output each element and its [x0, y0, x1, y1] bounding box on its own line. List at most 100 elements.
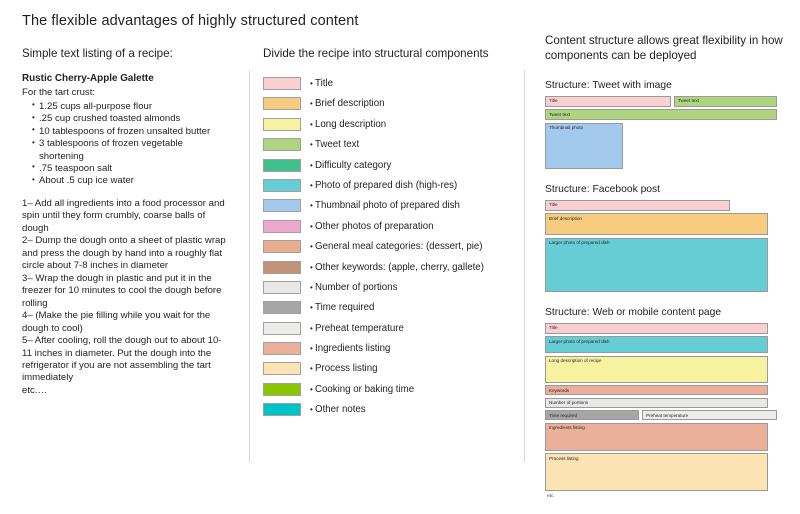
legend-label: Difficulty category — [310, 160, 391, 171]
component-box[interactable]: Title — [545, 95, 671, 107]
recipe-text-block: Rustic Cherry-Apple Galette For the tart… — [22, 73, 230, 397]
component-box[interactable]: Process listing — [545, 453, 768, 492]
component-box-label: Tweet text — [678, 98, 699, 104]
legend-color-swatch — [263, 382, 301, 396]
legend-label: General meal categories: (dessert, pie) — [310, 241, 482, 252]
structure-row: Larger photo of prepared dish — [545, 237, 777, 292]
recipe-steps-list: 1– Add all ingredients into a food proce… — [22, 198, 230, 398]
component-box-label: Number of portions — [549, 400, 589, 406]
legend-label: Brief description — [310, 98, 384, 109]
legend-label: Other photos of preparation — [310, 221, 433, 232]
structure-row: Long description of recipe — [545, 355, 777, 383]
column-deployment-structures: Content structure allows great flexibili… — [545, 33, 795, 514]
legend-color-swatch — [263, 280, 301, 294]
structure-title: Structure: Facebook post — [545, 183, 661, 195]
component-box[interactable]: Number of portions — [545, 397, 768, 408]
legend-label: Other keywords: (apple, cherry, gallete) — [310, 262, 484, 273]
component-box[interactable]: Tweet text — [674, 95, 777, 107]
legend-label: Photo of prepared dish (high-res) — [310, 180, 457, 191]
component-box-label: Title — [549, 98, 558, 104]
legend-row: Long description — [263, 114, 518, 134]
legend-row: Other photos of preparation — [263, 216, 518, 236]
legend-row: Ingredients listing — [263, 338, 518, 358]
component-box[interactable]: Larger photo of prepared dish — [545, 336, 768, 354]
recipe-subhead: For the tart crust: — [22, 87, 96, 99]
recipe-step: 4– (Make the pie filling while you wait … — [22, 310, 211, 334]
legend-label: Thumbnail photo of prepared dish — [310, 200, 460, 211]
component-box-label: Brief description — [549, 215, 582, 221]
legend-label: Number of portions — [310, 282, 397, 293]
component-box[interactable]: Brief description — [545, 213, 768, 236]
legend-color-swatch — [263, 240, 301, 254]
legend-label: Cooking or baking time — [310, 384, 414, 395]
legend-color-swatch — [263, 117, 301, 131]
legend-label: Process listing — [310, 363, 377, 374]
component-box[interactable]: Time required — [545, 410, 639, 421]
legend-color-swatch — [263, 260, 301, 274]
component-box[interactable]: Long description of recipe — [545, 355, 768, 383]
component-box[interactable]: Ingredients listing — [545, 422, 768, 451]
legend-row: Title — [263, 73, 518, 93]
legend-color-swatch — [263, 362, 301, 376]
right-column-heading: Content structure allows great flexibili… — [545, 34, 783, 63]
ingredient-item: 10 tablespoons of frozen unsalted butter — [32, 125, 230, 138]
component-box[interactable]: Preheat temperature — [642, 410, 777, 421]
structure-row: Thumbnail photo — [545, 122, 777, 169]
structure-footer-note: etc. — [547, 494, 555, 500]
ingredient-item: .25 cup crushed toasted almonds — [32, 113, 230, 125]
middle-column-heading: Divide the recipe into structural compon… — [263, 47, 489, 60]
component-box[interactable]: Larger photo of prepared dish — [545, 237, 768, 292]
structure-row: Time required Preheat temperature — [545, 410, 777, 421]
legend-label: Long description — [310, 119, 386, 130]
legend-row: Tweet text — [263, 134, 518, 154]
legend-row: Other keywords: (apple, cherry, gallete) — [263, 257, 518, 277]
component-box-label: Tweet text — [549, 111, 570, 117]
structure-row: Ingredients listing — [545, 422, 777, 451]
legend-row: Other notes — [263, 400, 518, 420]
legend-row: General meal categories: (dessert, pie) — [263, 236, 518, 256]
component-box-label: Preheat temperature — [646, 412, 689, 418]
structure-row: Brief description — [545, 213, 777, 236]
ingredient-item: 3 tablespoons of frozen vegetable shorte… — [32, 138, 230, 163]
component-box-label: Keywords — [549, 387, 570, 393]
structure-row: Tweet text — [545, 109, 777, 121]
component-box[interactable]: Title — [545, 322, 768, 334]
legend-row: Cooking or baking time — [263, 379, 518, 399]
ingredient-item: About .5 cup ice water — [32, 175, 230, 187]
legend-row: Preheat temperature — [263, 318, 518, 338]
component-box[interactable]: Tweet text — [545, 109, 777, 121]
structure-row: Number of portions — [545, 397, 777, 408]
component-box-label: Title — [549, 325, 558, 331]
component-box-label: Ingredients listing — [549, 425, 585, 431]
component-box[interactable]: Keywords — [545, 385, 768, 396]
recipe-step: 5– After cooling, roll the dough out to … — [22, 335, 222, 384]
legend-row: Brief description — [263, 94, 518, 114]
recipe-step: 3– Wrap the dough in plastic and put it … — [22, 272, 222, 309]
legend-row: Number of portions — [263, 277, 518, 297]
legend-row: Time required — [263, 298, 518, 318]
component-box-label: Title — [549, 202, 558, 208]
legend-label: Other notes — [310, 404, 366, 415]
legend-row: Difficulty category — [263, 155, 518, 175]
component-box-label: Larger photo of prepared dish — [549, 240, 610, 246]
legend-color-swatch — [263, 199, 301, 213]
legend-color-swatch — [263, 76, 301, 90]
legend-color-swatch — [263, 403, 301, 417]
ingredient-list: 1.25 cups all-purpose flour.25 cup crush… — [22, 100, 230, 188]
recipe-step: etc.… — [22, 384, 48, 396]
component-box-label: Process listing — [549, 455, 579, 461]
component-box[interactable]: Title — [545, 199, 730, 211]
structure-title: Structure: Web or mobile content page — [545, 306, 722, 318]
legend-label: Time required — [310, 302, 374, 313]
component-box[interactable]: Thumbnail photo — [545, 122, 623, 169]
recipe-step: 1– Add all ingredients into a food proce… — [22, 197, 225, 234]
legend-label: Tweet text — [310, 139, 359, 150]
page-title: The flexible advantages of highly struct… — [22, 13, 359, 29]
legend-color-swatch — [263, 97, 301, 111]
